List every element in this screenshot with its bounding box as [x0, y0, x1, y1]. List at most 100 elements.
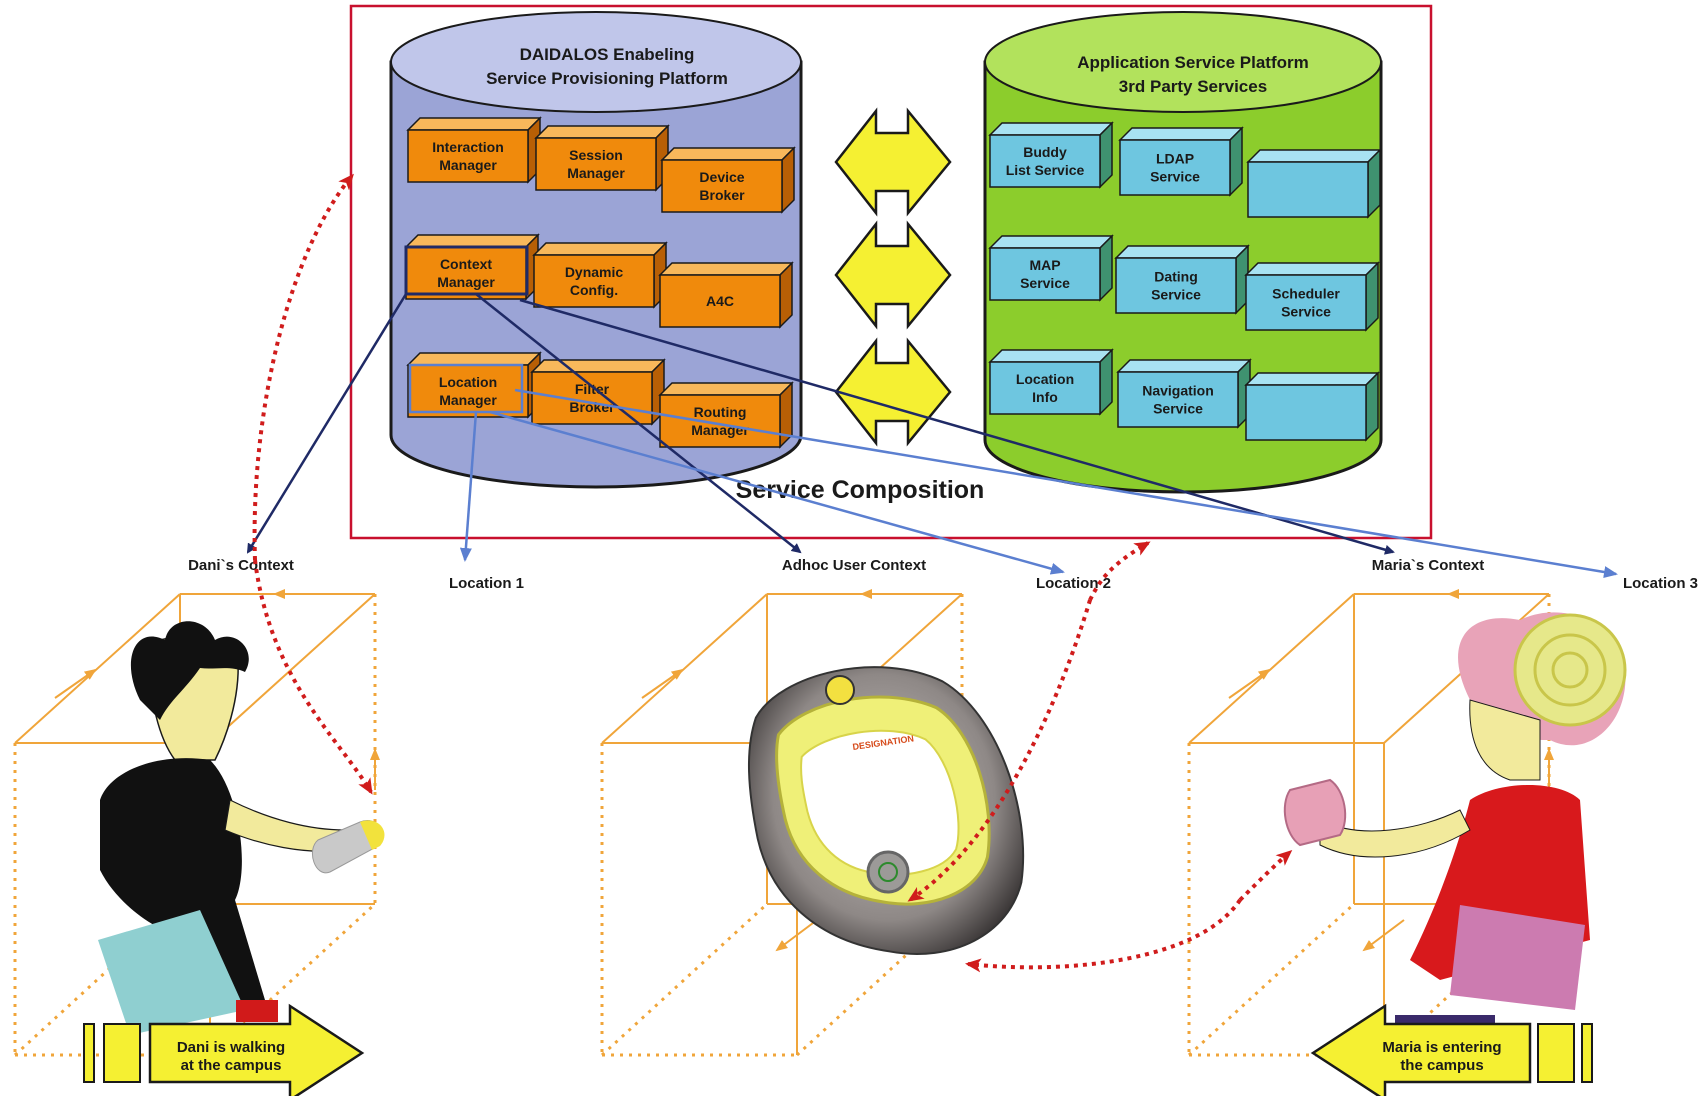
interaction-manager-label: Interaction: [432, 139, 504, 155]
location-2-label: Location 2: [1036, 575, 1111, 592]
location-1-label: Location 1: [449, 575, 524, 592]
maria-face: [1469, 699, 1541, 781]
a4c-box: A4C: [658, 261, 794, 329]
dani-torso: [100, 758, 265, 1010]
empty-service-1-box: [1246, 148, 1382, 219]
dani-hair: [130, 621, 249, 720]
dotted-arrow-dani-to-platform: [252, 173, 354, 561]
adhoc-context-label: Adhoc User Context: [782, 557, 926, 574]
device-broker-label: Device: [699, 169, 744, 185]
link-location-to-location3: [514, 388, 1618, 578]
map-service-label: Service: [1020, 275, 1070, 291]
maria-hair-bun: [1513, 613, 1627, 727]
exchange-arrow-top: [834, 107, 952, 217]
handheld-device: DESIGNATION: [747, 666, 1025, 955]
link-location-to-location2: [489, 410, 1065, 575]
maria-phone: [1283, 778, 1347, 847]
scheduler-service-label: Service: [1281, 304, 1331, 320]
ldap-service-box: LDAP Service: [1118, 126, 1244, 197]
context-manager-label: Context: [440, 256, 492, 272]
dani-folder: [98, 910, 245, 1035]
interaction-manager-label: Manager: [439, 157, 497, 173]
daidalos-title-line-1: DAIDALOS Enabeling: [520, 45, 695, 64]
dynamic-config-label: Config.: [570, 282, 618, 298]
buddy-list-service-label: List Service: [1006, 162, 1085, 178]
maria-folder: [1450, 905, 1585, 1010]
maria-arm: [1319, 809, 1471, 858]
navigation-service-label: Service: [1153, 401, 1203, 417]
maria-figure: [1283, 612, 1627, 1027]
platform-frame: [349, 4, 1433, 540]
dani-banner: Dani is walking at the campus: [83, 1003, 365, 1096]
filter-broker-label: Broker: [569, 399, 615, 415]
link-context-to-adhoc: [475, 293, 802, 554]
context-manager-label: Manager: [437, 274, 495, 290]
dotted-arrow-maria-to-device: [965, 898, 1242, 973]
dani-banner-line-2: at the campus: [181, 1057, 282, 1074]
exchange-arrow-middle: [834, 220, 952, 330]
link-location-to-location1: [459, 411, 478, 562]
maria-banner-line-2: the campus: [1400, 1057, 1483, 1074]
a4c-label: A4C: [706, 293, 734, 309]
ldap-service-label: Service: [1150, 169, 1200, 185]
context-manager-highlight: [404, 245, 529, 296]
session-manager-label: Session: [569, 147, 623, 163]
map-service-box: MAP Service: [988, 234, 1114, 302]
location-3-label: Location 3: [1623, 575, 1698, 592]
daidalos-title-line-2: Service Provisioning Platform: [486, 69, 728, 88]
device-broker-label: Broker: [699, 187, 745, 203]
location-info-label: Info: [1032, 389, 1058, 405]
dynamic-config-label: Dynamic: [565, 264, 624, 280]
ldap-service-label: LDAP: [1156, 151, 1194, 167]
maria-banner-line-1: Maria is entering: [1382, 1039, 1501, 1056]
dating-service-label: Dating: [1154, 269, 1198, 285]
location-manager-label: Location: [439, 374, 497, 390]
navigation-service-label: Navigation: [1142, 383, 1214, 399]
scheduler-service-label: Scheduler: [1272, 286, 1340, 302]
service-composition-label: Service Composition: [736, 476, 985, 504]
device-button: [866, 850, 910, 894]
dani-figure: [98, 621, 385, 1035]
filter-broker-label: Filter: [575, 381, 610, 397]
link-context-to-dani: [246, 293, 408, 554]
application-title-line-2: 3rd Party Services: [1119, 77, 1267, 96]
dating-service-label: Service: [1151, 287, 1201, 303]
platform-exchange-arrows: [834, 107, 952, 447]
dani-context-label: Dani`s Context: [188, 557, 294, 574]
buddy-list-service-label: Buddy: [1023, 144, 1067, 160]
dani-shoe: [236, 1000, 278, 1022]
dotted-arrow-device-to-maria: [1238, 850, 1293, 902]
location-manager-label: Manager: [439, 392, 497, 408]
map-service-label: MAP: [1029, 257, 1060, 273]
maria-context-label: Maria`s Context: [1372, 557, 1485, 574]
link-context-to-maria: [519, 298, 1395, 555]
location-manager-highlight: [408, 363, 524, 414]
maria-banner: Maria is entering the campus: [1310, 1003, 1593, 1096]
dani-banner-line-1: Dani is walking: [177, 1039, 285, 1056]
context-links: [246, 293, 1618, 578]
interaction-arrows: [252, 173, 1293, 973]
device-logo: [825, 675, 855, 705]
location-info-label: Location: [1016, 371, 1074, 387]
empty-service-2-box: [1244, 371, 1380, 442]
device-screen: [800, 729, 960, 876]
exchange-arrow-bottom: [834, 337, 952, 447]
routing-manager-label: Routing: [694, 404, 747, 420]
application-title-line-1: Application Service Platform: [1077, 53, 1308, 72]
